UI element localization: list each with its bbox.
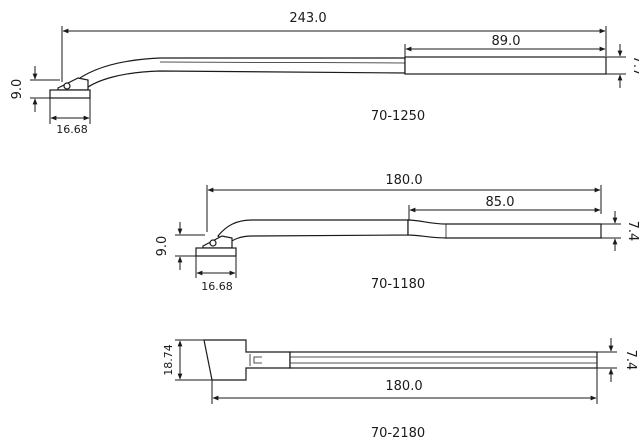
head-pin bbox=[63, 82, 71, 90]
shaft bbox=[217, 219, 409, 245]
length-label: 180.0 bbox=[385, 173, 422, 188]
blade-width-label: 18.74 bbox=[162, 344, 175, 376]
model-label: 70-1250 bbox=[371, 109, 425, 124]
head-height-label: 9.0 bbox=[10, 79, 25, 100]
head-width-label: 16.68 bbox=[201, 280, 233, 293]
blade bbox=[203, 339, 291, 381]
blade-slot bbox=[253, 356, 262, 364]
thickness-label: 7.7 bbox=[630, 56, 639, 77]
handle-length-label: 89.0 bbox=[492, 34, 521, 49]
model-label: 70-1180 bbox=[371, 277, 425, 292]
length-label: 243.0 bbox=[289, 11, 326, 26]
head-pin bbox=[209, 239, 217, 247]
thickness-label: 7.4 bbox=[623, 350, 638, 371]
model-label: 70-2180 bbox=[371, 426, 425, 441]
head-base bbox=[195, 247, 237, 257]
length-label: 180.0 bbox=[385, 379, 422, 394]
tool-70-2180: 18.74 7.4 180.0 70-2180 bbox=[162, 338, 638, 441]
handle bbox=[407, 219, 602, 239]
handle bbox=[404, 56, 607, 75]
head-top bbox=[202, 235, 233, 249]
tool-70-1180: 180.0 85.0 9.0 16.68 7.4 70-1180 bbox=[155, 173, 639, 293]
head-width-label: 16.68 bbox=[56, 123, 88, 136]
tool-70-1250: 243.0 89.0 9.0 16.68 7.7 70-1250 bbox=[10, 11, 639, 136]
head-height-label: 9.0 bbox=[155, 236, 170, 257]
thickness-label: 7.4 bbox=[625, 221, 639, 242]
handle-length-label: 85.0 bbox=[486, 195, 515, 210]
handle bbox=[289, 351, 598, 369]
head-base bbox=[49, 89, 91, 99]
shaft-edge bbox=[159, 61, 406, 64]
